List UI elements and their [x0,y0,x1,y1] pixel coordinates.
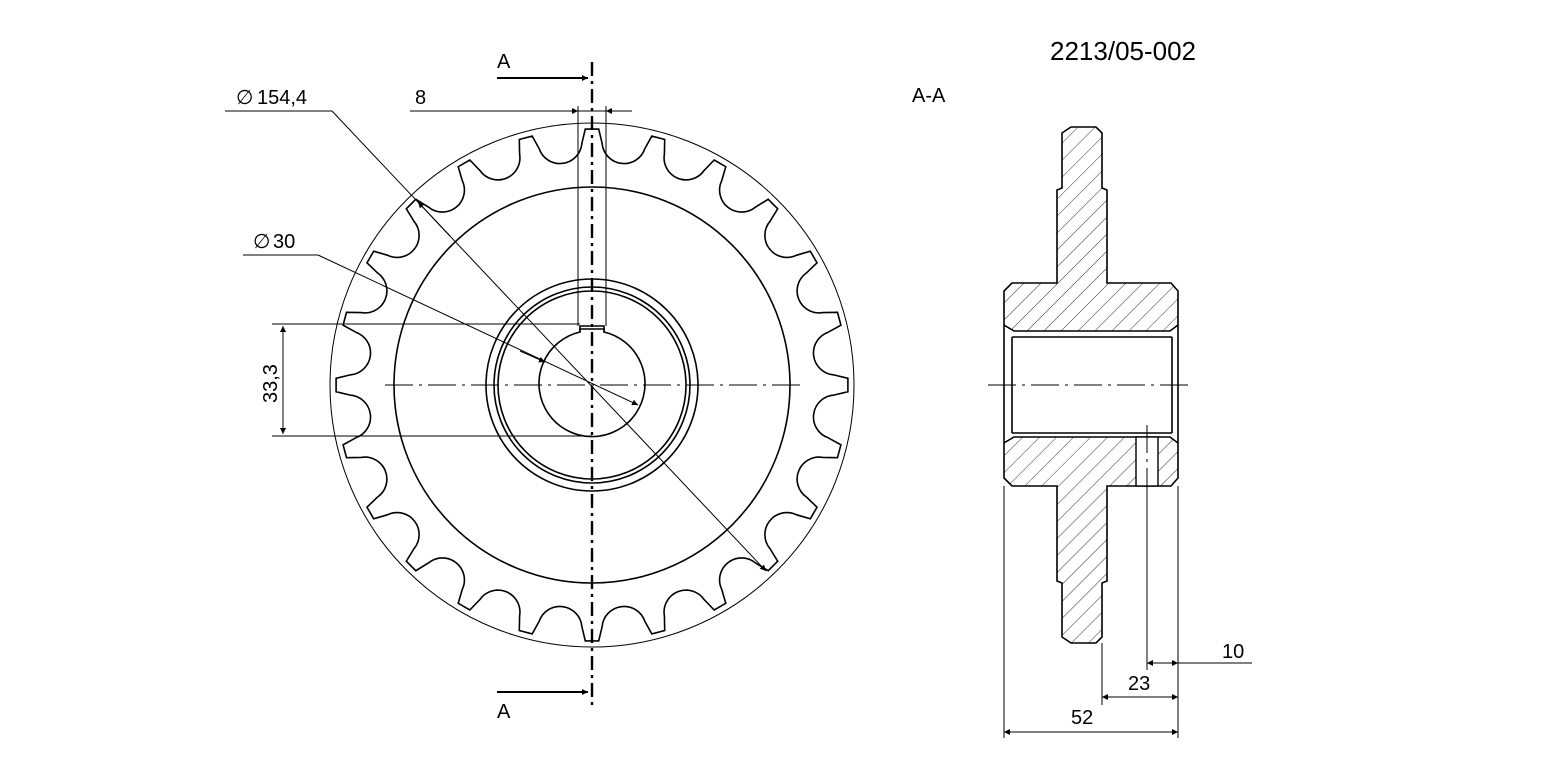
dim-hole-offset: 10 [1222,641,1244,663]
section-marker-bottom: A [497,701,511,723]
dim-keyway-depth: 33,3 [260,364,282,403]
section-upper-half [1003,126,1179,332]
pitch-diameter-symbol: ∅ [236,87,253,109]
section-view: 52 23 10 [988,126,1252,738]
dim-total-width: 52 [1071,707,1093,729]
bore-with-keyway [538,328,646,438]
sprocket-teeth-outline [335,128,849,642]
dim-line-pitch-diameter [331,110,767,572]
dim-arrow-pitch-diameter-start [417,201,451,237]
section-marker-top: A [497,51,511,73]
drawing-title: 2213/05-002 [1050,36,1196,66]
section-label: A-A [912,85,946,107]
bore-diameter-symbol: ∅ [253,231,270,253]
dim-pitch-diameter: 154,4 [257,87,307,109]
section-lower-half [1003,436,1179,644]
dim-arrow-bore-start [519,350,546,363]
dim-hub-offset: 23 [1128,673,1150,695]
dim-keyway-width: 8 [415,87,426,109]
dim-bore-diameter: 30 [273,231,295,253]
front-view: A A 8 ∅ 154,4 ∅ 30 33,3 [225,51,855,723]
dim-line-bore-diameter [317,254,639,406]
